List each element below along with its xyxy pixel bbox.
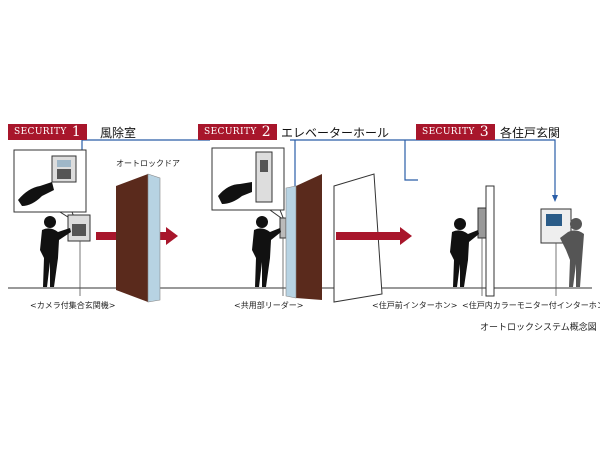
- panel-screen-1: [57, 160, 71, 167]
- caption-common-reader: <共用部リーダー>: [234, 301, 304, 310]
- person-icon-4: [560, 218, 584, 287]
- auto-lock-door: [116, 174, 148, 302]
- elevator-wall: [296, 174, 322, 300]
- reader-device-callout: [255, 151, 273, 203]
- reader-glass: [285, 185, 297, 299]
- caption-front-intercom: <住戸前インターホン>: [372, 301, 458, 310]
- front-door-frame: [485, 185, 495, 297]
- stage-label-1: 風除室: [100, 126, 137, 140]
- badge-number: 3: [479, 124, 489, 140]
- badge-number: 1: [71, 124, 81, 140]
- direction-arrow-2: [336, 227, 412, 245]
- badge-word: SECURITY: [422, 127, 475, 137]
- reader-slot: [260, 160, 268, 172]
- person-icon-1: [40, 216, 71, 287]
- flow-arrowhead-3: [552, 195, 558, 202]
- door-label: オートロックドア: [116, 159, 180, 168]
- caption-indoor-monitor: <住戸内カラーモニター付インターホン>: [462, 301, 600, 310]
- badge-word: SECURITY: [204, 127, 257, 137]
- person-icon-3: [450, 218, 479, 287]
- caption-entrance-panel: <カメラ付集合玄関機>: [30, 301, 116, 310]
- hand-icon-1: [18, 182, 54, 206]
- panel-keys-1: [57, 169, 71, 179]
- flow-line: [81, 139, 556, 200]
- stage-label-3: 各住戸玄関: [500, 126, 561, 140]
- badge-word: SECURITY: [14, 127, 67, 137]
- person-icon-2: [252, 216, 281, 287]
- hand-icon-2: [218, 182, 252, 204]
- security-badge-3: SECURITY 3: [416, 124, 495, 140]
- security-badge-1: SECURITY 1: [8, 124, 87, 140]
- front-intercom-device: [477, 207, 487, 239]
- badge-number: 2: [261, 124, 271, 140]
- stage-label-2: エレベーターホール: [281, 126, 390, 140]
- door-glass: [147, 173, 161, 303]
- reader-device: [279, 217, 287, 239]
- indoor-monitor-screen: [546, 214, 562, 226]
- entrance-panel-keys: [72, 224, 86, 236]
- security-badge-2: SECURITY 2: [198, 124, 277, 140]
- figure-title: オートロックシステム概念図: [480, 323, 597, 333]
